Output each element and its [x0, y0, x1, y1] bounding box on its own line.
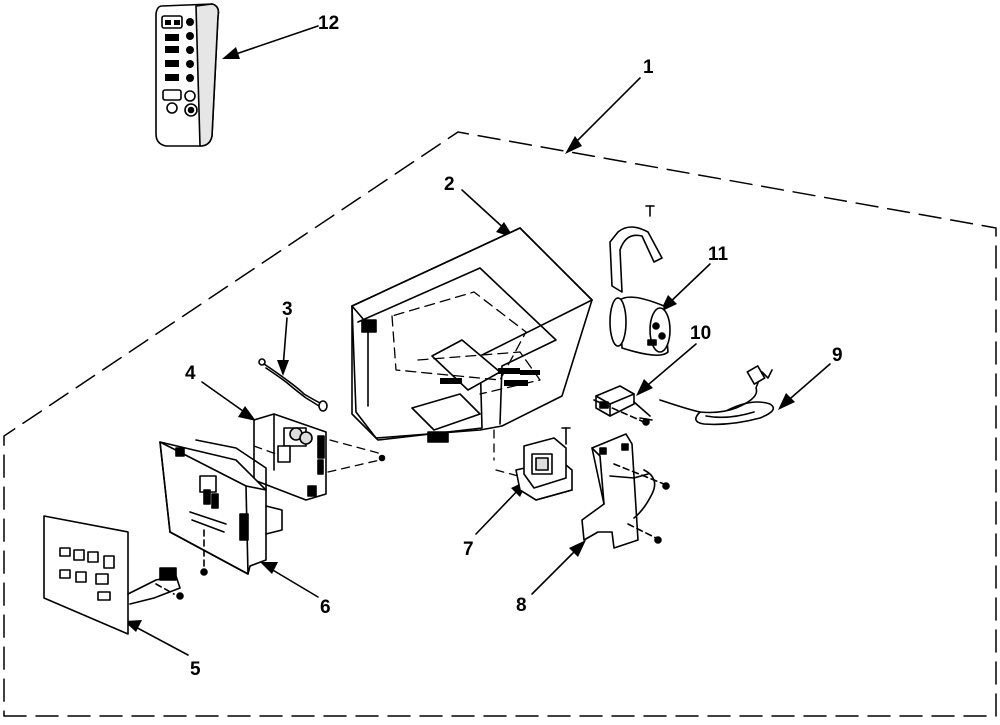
arrowhead-10	[636, 379, 653, 396]
arrowhead-12	[222, 47, 240, 59]
leader-5	[129, 623, 189, 656]
callout-5: 5	[190, 659, 201, 680]
power-cord	[659, 365, 775, 426]
arrowhead-1	[565, 136, 582, 154]
assembly-boundary	[3, 131, 997, 717]
leader-9	[783, 363, 831, 405]
sensor-wire	[258, 358, 328, 412]
callout-2: 2	[444, 174, 455, 195]
control-panel	[43, 515, 184, 635]
callout-6: 6	[320, 597, 331, 618]
callout-7: 7	[463, 539, 474, 560]
callout-9: 9	[832, 345, 843, 366]
leader-6	[265, 565, 319, 598]
leader-12	[229, 25, 319, 57]
pcb-housing	[159, 439, 283, 576]
callout-11: 11	[708, 244, 729, 265]
leader-10	[641, 343, 697, 391]
arrowhead-4	[238, 406, 256, 421]
transformer	[493, 427, 573, 501]
mounting-bracket	[581, 399, 670, 549]
leader-3	[282, 317, 288, 369]
leader-11	[665, 263, 711, 307]
pcb-board	[253, 413, 386, 501]
remote-control	[155, 3, 220, 147]
callout-8: 8	[516, 595, 527, 616]
arrowhead-3	[277, 360, 289, 376]
control-box-tray	[351, 227, 593, 443]
arrowhead-9	[778, 393, 795, 410]
capacitor	[609, 205, 671, 356]
callout-1: 1	[643, 57, 654, 78]
leader-7	[475, 485, 523, 535]
callout-10: 10	[690, 323, 712, 344]
callout-4: 4	[185, 363, 196, 384]
callout-12: 12	[318, 13, 340, 34]
terminal-block	[595, 385, 653, 421]
leader-8	[531, 545, 581, 595]
leader-1	[569, 77, 641, 149]
leader-2	[461, 189, 509, 233]
arrowhead-6	[260, 562, 278, 574]
arrowhead-8	[569, 540, 586, 557]
leader-4	[201, 381, 251, 417]
callout-3: 3	[282, 299, 293, 320]
